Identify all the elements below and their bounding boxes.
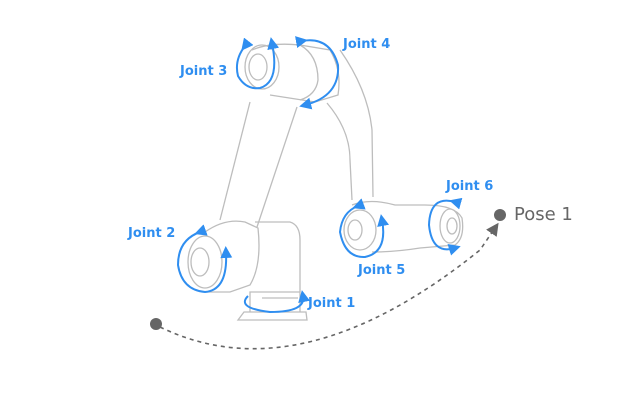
joint-3-arrow-icon (235, 37, 280, 90)
joint-rotation-arrows (176, 36, 463, 314)
joint-6-arrow-icon (427, 197, 463, 256)
joint-4-arrow-icon (295, 36, 340, 110)
joint-5-arrow-icon (338, 198, 390, 259)
trajectory-path (159, 222, 499, 350)
robot-outline (187, 43, 464, 321)
joint-2-label: Joint 2 (128, 226, 176, 241)
joint-1-label: Joint 1 (308, 296, 356, 311)
joint-1-arrow-icon (243, 290, 310, 314)
joint-2-arrow-icon (176, 224, 233, 294)
pose-1-label: Pose 1 (514, 204, 573, 225)
joint-5-label: Joint 5 (358, 263, 406, 278)
start-point (150, 318, 162, 330)
joint-6-label: Joint 6 (446, 179, 494, 194)
joint-4-label: Joint 4 (343, 37, 391, 52)
pose-1-point (494, 209, 506, 221)
joint-3-label: Joint 3 (180, 64, 228, 79)
